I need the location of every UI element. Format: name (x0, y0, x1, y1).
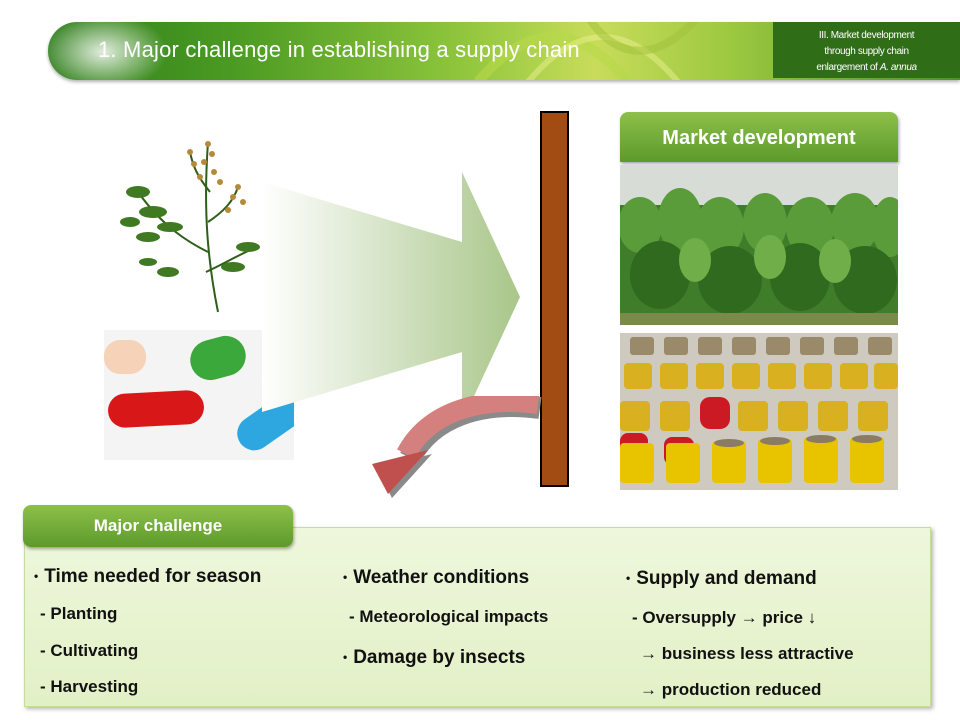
damage-by-insects-heading: •Damage by insects (343, 647, 526, 668)
challenge-panel (24, 527, 931, 707)
bullet-icon: • (626, 571, 631, 585)
list-item-production-reduced: → production reduced (640, 680, 822, 699)
page-title: 1. Major challenge in establishing a sup… (98, 37, 580, 62)
section-label-line1: III. Market development (818, 30, 915, 41)
section-label-box (773, 22, 960, 78)
seedling-pots-photo (620, 333, 898, 490)
curved-return-arrow-icon (372, 396, 542, 498)
bullet-icon: • (34, 569, 39, 583)
artemisia-plant-illustration (120, 141, 260, 313)
market-development-button[interactable]: Market development (620, 112, 898, 162)
artemisia-field-photo (620, 165, 898, 325)
bullet-icon: • (343, 650, 348, 664)
section-label-line3: enlargement of A. annua (816, 62, 917, 73)
bullet-icon: • (343, 570, 348, 584)
list-item-business-less-attractive: → business less attractive (640, 644, 854, 663)
time-needed-heading: •Time needed for season (34, 566, 262, 587)
major-challenge-tab[interactable]: Major challenge (23, 505, 293, 547)
list-item-meteorological-impacts: - Meteorological impacts (349, 607, 549, 626)
weather-conditions-heading: •Weather conditions (343, 567, 530, 588)
list-item-cultivating: - Cultivating (40, 641, 139, 660)
flow-arrow-icon (262, 172, 520, 422)
supply-and-demand-heading: •Supply and demand (626, 568, 817, 589)
list-item-oversupply: - Oversupply → price ↓ (632, 608, 817, 627)
list-item-harvesting: - Harvesting (40, 677, 139, 696)
section-label-line2: through supply chain (824, 46, 909, 57)
capsules-photo (104, 330, 294, 460)
dna-decoration-icon (474, 22, 699, 80)
list-item-planting: - Planting (40, 604, 118, 623)
divider-bar (540, 111, 569, 487)
